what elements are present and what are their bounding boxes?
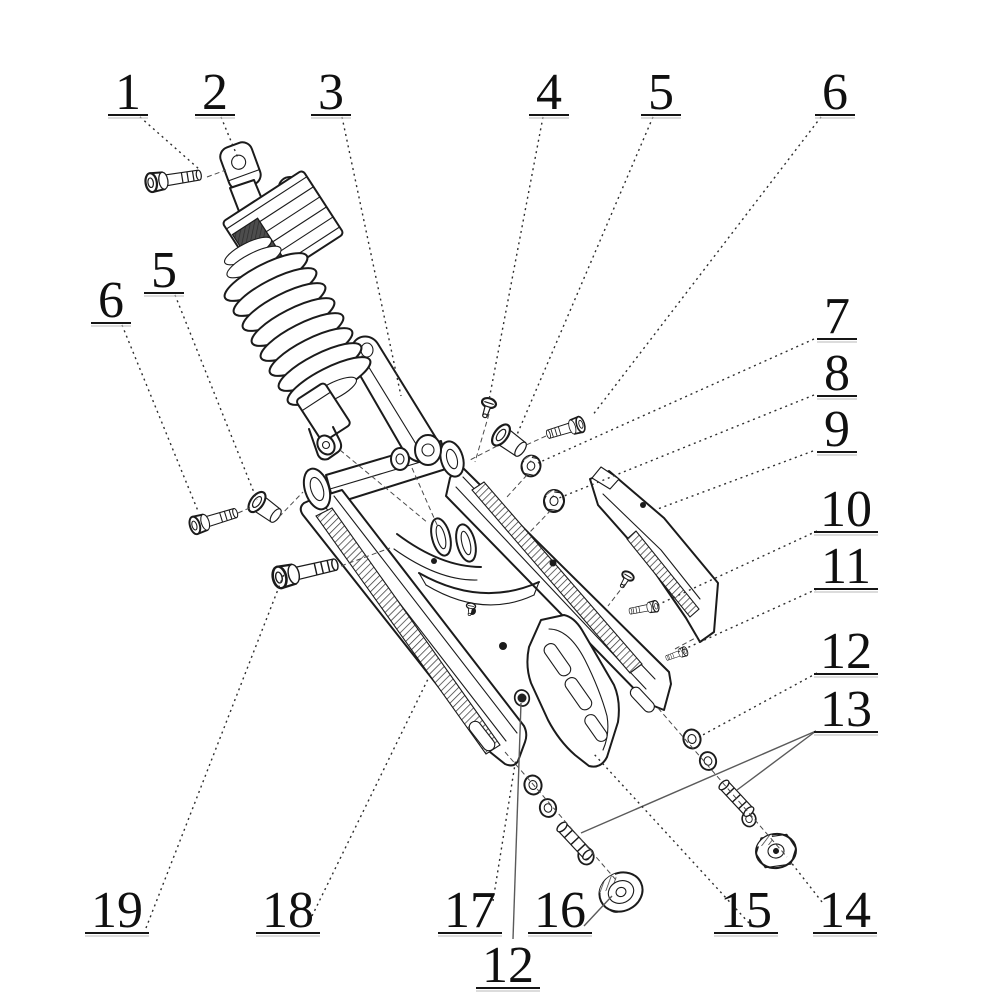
bolt-6-right-drawing xyxy=(543,414,588,444)
bolt-10-drawing xyxy=(627,599,661,618)
bolt-6-left-drawing xyxy=(186,502,241,537)
callout-12-bottom-number: 12 xyxy=(482,937,534,994)
nut-8-drawing xyxy=(541,487,567,515)
callout-10-number: 10 xyxy=(820,481,872,538)
callout-6-left-number: 6 xyxy=(98,272,124,329)
leader-line-6-left xyxy=(121,324,199,512)
chain-guide-drawing xyxy=(526,614,620,768)
callout-11-number: 11 xyxy=(821,538,871,595)
callout-8-number: 8 xyxy=(824,345,850,402)
callout-5-top-number: 5 xyxy=(648,64,674,121)
washer-17-drawing xyxy=(536,796,560,820)
leader-line-18 xyxy=(311,678,429,917)
screw-4-drawing xyxy=(476,395,499,421)
washer-12-bottom-center xyxy=(517,693,527,703)
leader-line-6-top xyxy=(591,116,822,417)
chain-slider-drawing xyxy=(315,507,501,755)
callout-3-number: 3 xyxy=(318,64,344,121)
bushing-5-left-drawing xyxy=(244,487,287,529)
nut-14-drawing xyxy=(755,832,797,870)
callout-18-number: 18 xyxy=(262,882,314,939)
shock-mount-lug xyxy=(430,517,452,557)
left-pivot-eye xyxy=(302,467,332,511)
leader-line-11 xyxy=(677,588,818,653)
stud-13-left-drawing xyxy=(554,819,596,862)
leader-line-12-right xyxy=(698,672,818,738)
linkage-arm-drawing xyxy=(346,335,442,471)
leader-line-13-1 xyxy=(736,730,817,791)
callout-1-number: 1 xyxy=(115,64,141,121)
callout-2-number: 2 xyxy=(202,64,228,121)
shock-mount-lug xyxy=(455,523,477,563)
chain-guard-drawing xyxy=(589,466,719,643)
leader-line-13-2 xyxy=(580,730,817,834)
callout-15-number: 15 xyxy=(720,882,772,939)
bolt-1-drawing xyxy=(143,164,204,195)
washer-drawing xyxy=(696,749,720,773)
leader-line-5-left xyxy=(174,294,258,501)
leader-line-7 xyxy=(537,338,815,464)
callout-9-number: 9 xyxy=(824,401,850,458)
nut-7-drawing xyxy=(518,452,544,480)
coil-spring xyxy=(223,252,372,406)
right-pivot-eye xyxy=(439,440,465,478)
nut-16-drawing xyxy=(598,871,644,913)
leader-line-14 xyxy=(789,860,823,903)
callout-12-right-number: 12 xyxy=(820,623,872,680)
leader-line-15 xyxy=(592,752,750,924)
leader-lines-layer xyxy=(121,116,823,940)
swingarm-drawing xyxy=(299,440,672,767)
leader-line-2 xyxy=(220,116,239,159)
leader-line-10 xyxy=(652,530,818,608)
callout-6-top-number: 6 xyxy=(822,64,848,121)
callout-14-number: 14 xyxy=(819,882,871,939)
leader-line-3 xyxy=(341,116,402,397)
leader-line-16 xyxy=(583,895,613,927)
callout-4-number: 4 xyxy=(536,64,562,121)
callout-13-number: 13 xyxy=(820,681,872,738)
bolt-19-drawing xyxy=(269,552,342,591)
callout-17-number: 17 xyxy=(444,882,496,939)
callout-16-number: 16 xyxy=(534,882,586,939)
leader-line-12-bottom xyxy=(512,702,522,940)
callout-19-number: 19 xyxy=(91,882,143,939)
leader-line-9 xyxy=(654,450,814,511)
leader-line-17 xyxy=(492,757,517,902)
leader-line-4 xyxy=(488,116,544,401)
leader-line-1 xyxy=(139,116,200,170)
shock-absorber-drawing xyxy=(219,141,372,461)
slider-slot xyxy=(468,720,496,752)
leader-line-5-top xyxy=(515,116,654,438)
artwork-layer xyxy=(143,141,797,913)
leader-line-8 xyxy=(558,394,815,499)
right-arm-slot xyxy=(629,686,655,713)
callout-7-number: 7 xyxy=(824,288,850,345)
callout-5-left-number: 5 xyxy=(151,242,177,299)
bushing-5-top-drawing xyxy=(487,420,532,463)
leader-line-19 xyxy=(145,573,285,929)
assembly-lines xyxy=(206,169,788,881)
guard-screw-drawing xyxy=(615,568,637,592)
